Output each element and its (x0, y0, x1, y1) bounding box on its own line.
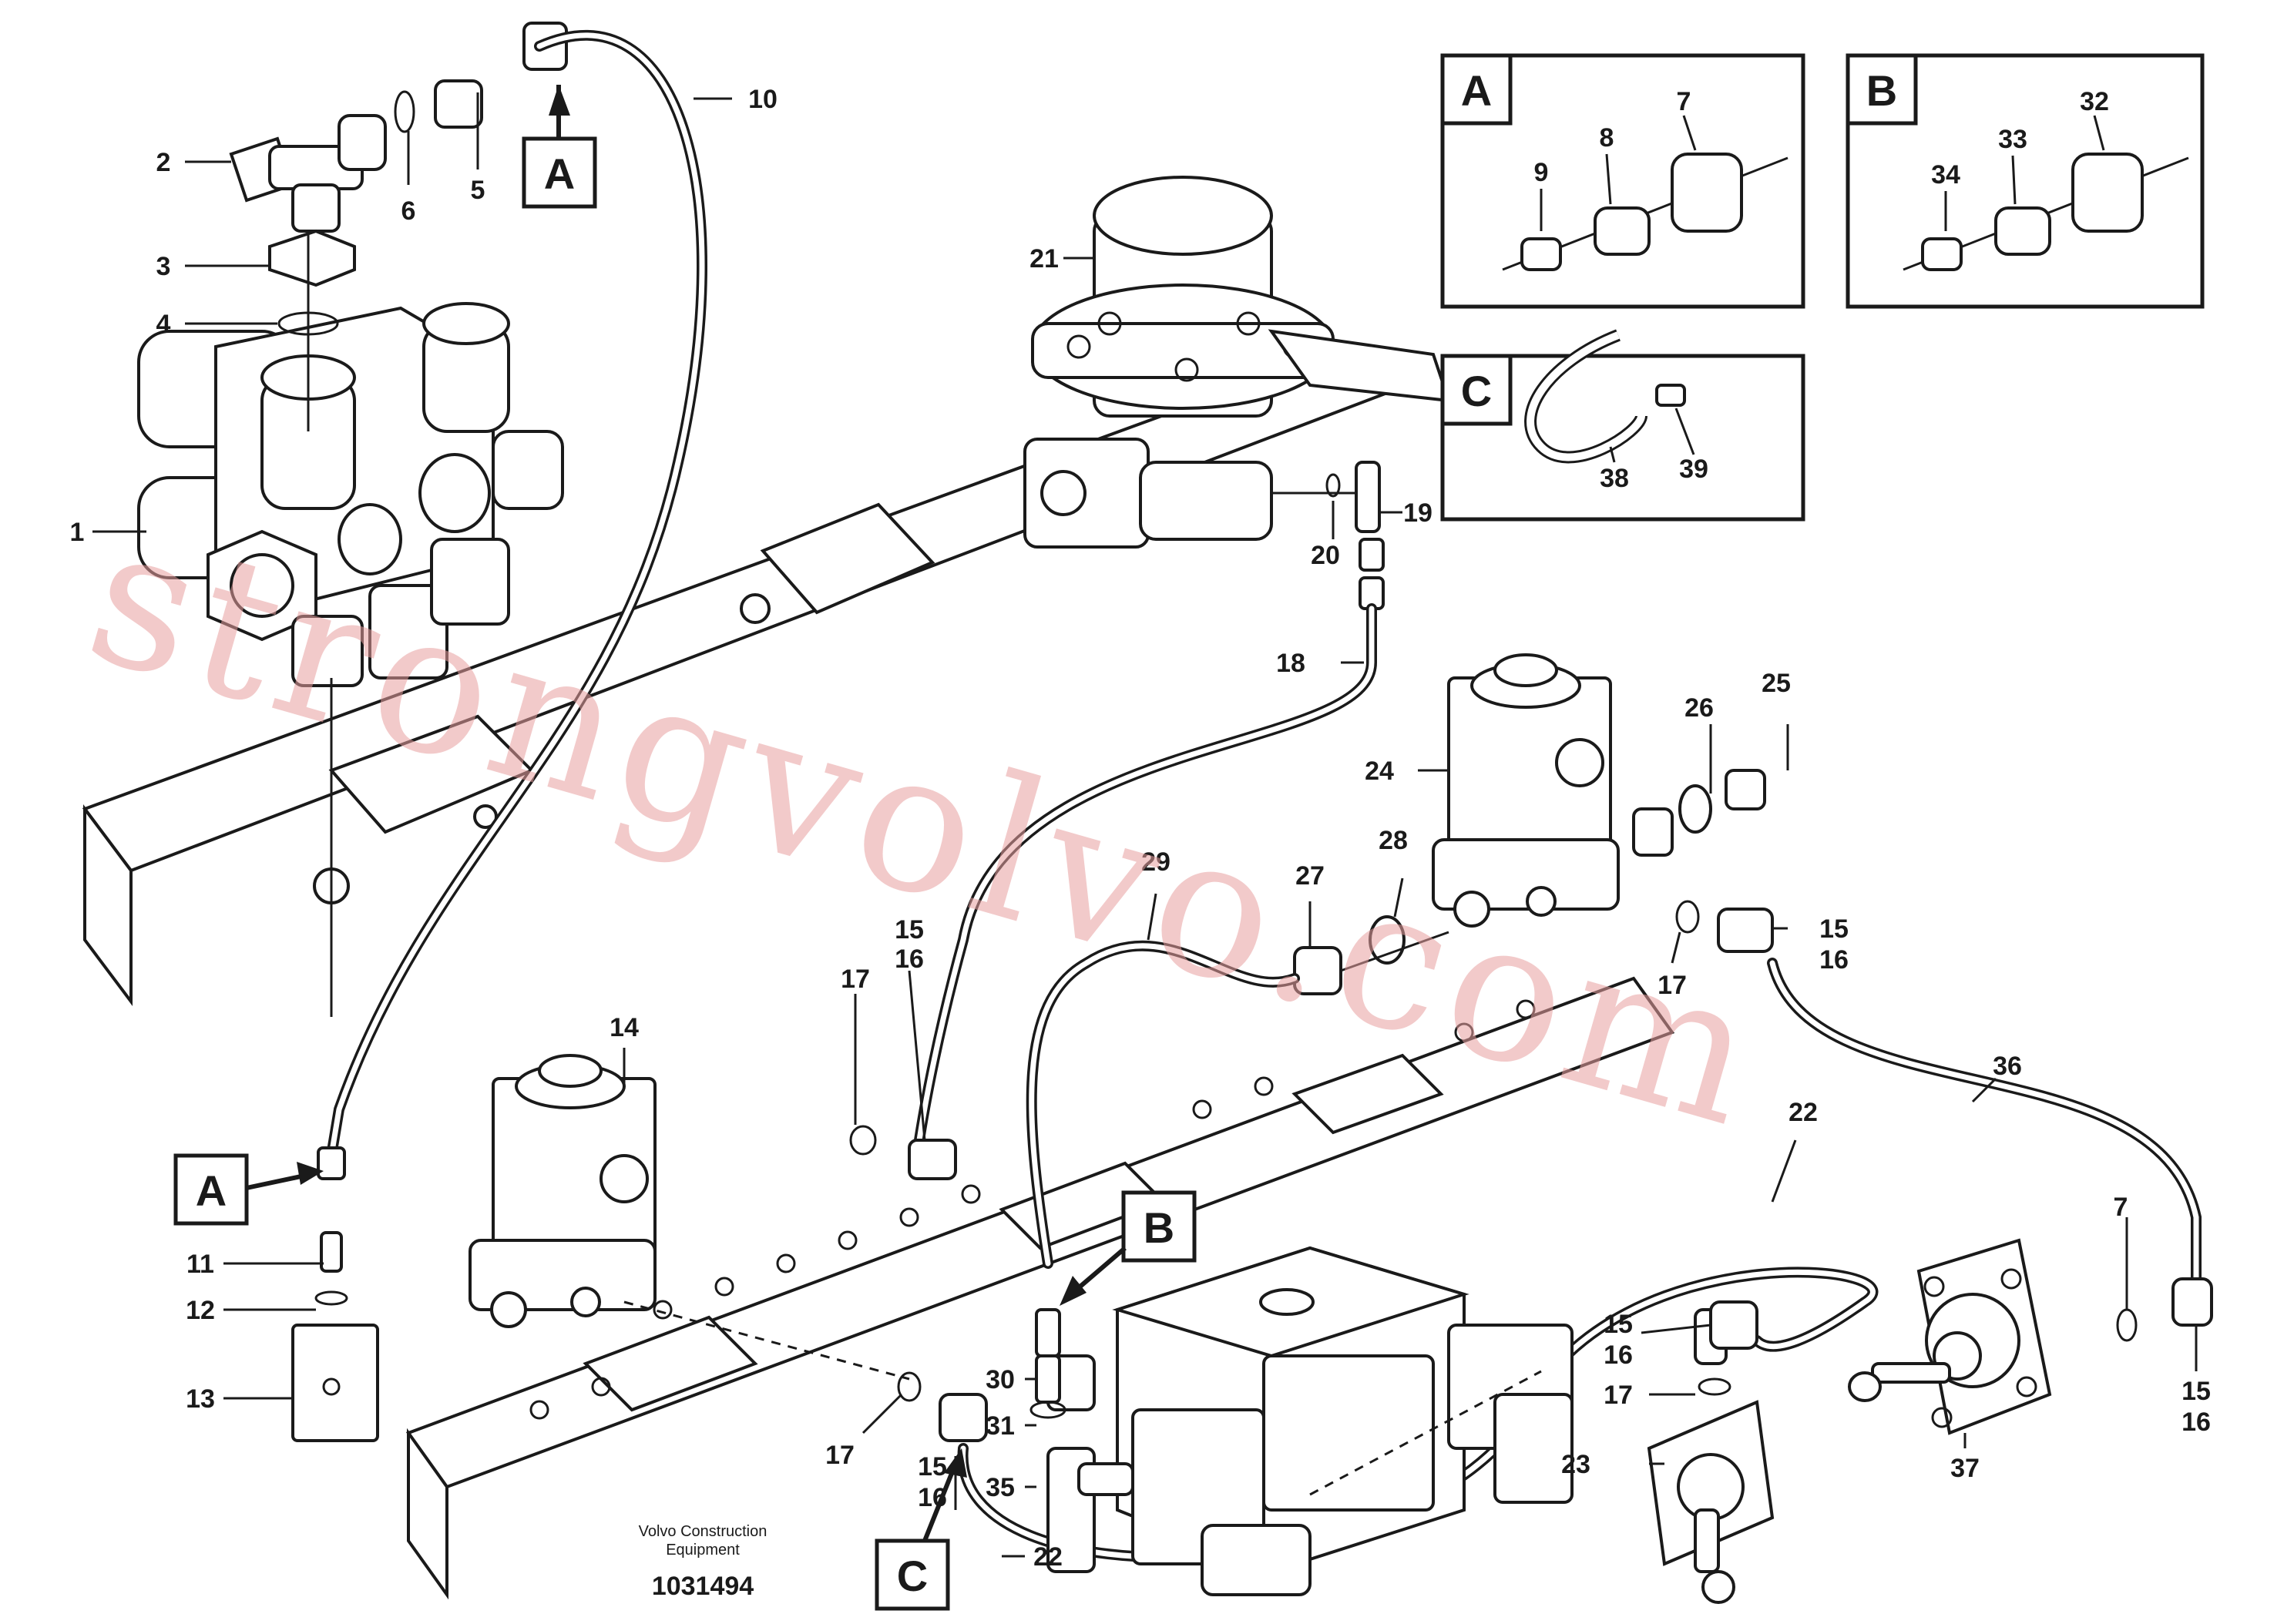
ref-marker-a-left-letter: A (196, 1166, 227, 1215)
leader-lines (92, 92, 2198, 1558)
callout-20: 20 (1311, 541, 1340, 570)
callout-16-e: 16 (2181, 1408, 2211, 1437)
valve-block (137, 302, 564, 687)
pipe-18-assembly (912, 461, 1385, 1161)
callout-15-c: 15 (1604, 1310, 1633, 1339)
pipe-36 (1767, 958, 2202, 1284)
callout-17-c: 17 (1604, 1381, 1633, 1410)
callout-17-d: 17 (825, 1441, 855, 1470)
callout-17-a: 17 (841, 965, 870, 994)
callout-15-d: 15 (918, 1452, 947, 1481)
bracket-holes (529, 999, 1536, 1420)
ref-marker-b-letter: B (1144, 1203, 1174, 1252)
pipe-10 (326, 30, 707, 1161)
callout-36: 36 (1993, 1052, 2022, 1081)
elbow-fittings-15-16 (849, 900, 1774, 1442)
pressure-switch-23 (1647, 1308, 1775, 1604)
callout-6: 6 (401, 196, 416, 226)
callout-31: 31 (986, 1411, 1015, 1441)
footer-drawing-number: 1031494 (652, 1572, 754, 1601)
ref-marker-a-top-letter: A (544, 149, 575, 198)
callout-23: 23 (1561, 1450, 1590, 1479)
ref-marker-c: C (875, 1448, 967, 1611)
callout-1: 1 (70, 518, 85, 547)
callout-24: 24 (1365, 757, 1394, 786)
callout-13: 13 (186, 1384, 215, 1414)
callout-17-b: 17 (1658, 971, 1687, 1000)
callout-11: 11 (186, 1250, 214, 1279)
callout-14: 14 (610, 1013, 639, 1042)
callout-9: 9 (1534, 158, 1549, 187)
detail-box-c: C 38 39 (1440, 329, 1805, 522)
callout-2: 2 (156, 148, 171, 177)
detail-box-b: B 34 33 32 (1846, 53, 2205, 309)
detail-box-a: A 9 8 7 (1440, 53, 1805, 309)
ref-marker-a-left: A (173, 1153, 324, 1226)
ref-marker-a-top: A (522, 85, 597, 209)
callout-7: 7 (1677, 87, 1691, 116)
callout-37: 37 (1950, 1454, 1980, 1483)
ref-marker-b: B (1060, 1190, 1197, 1306)
ref-marker-c-letter: C (897, 1552, 928, 1600)
callout-29: 29 (1141, 847, 1171, 877)
callout-33: 33 (1998, 125, 2027, 154)
callout-15-a: 15 (895, 915, 924, 945)
callout-22-b: 22 (1789, 1098, 1818, 1127)
callout-8: 8 (1600, 123, 1614, 153)
detail-box-b-letter: B (1866, 66, 1897, 115)
callout-10: 10 (748, 85, 778, 114)
central-valve-block (1046, 1246, 1574, 1596)
callout-19: 19 (1403, 498, 1432, 528)
pipe-fittings-11-13 (291, 678, 379, 1442)
detail-box-c-letter: C (1461, 367, 1492, 415)
solenoid-valve-14 (469, 1054, 657, 1328)
callout-38: 38 (1600, 464, 1629, 493)
fittings-30-35 (1029, 1308, 1066, 1419)
callout-21: 21 (1029, 244, 1059, 273)
callout-39: 39 (1679, 455, 1708, 484)
pipe-29 (1026, 940, 1300, 1269)
callout-22-a: 22 (1033, 1542, 1063, 1572)
callout-5: 5 (471, 176, 485, 205)
callout-28: 28 (1379, 826, 1408, 855)
callout-30: 30 (986, 1365, 1015, 1394)
callout-7-b: 7 (2114, 1193, 2128, 1222)
callout-34: 34 (1931, 160, 1960, 190)
detail-box-a-letter: A (1461, 66, 1492, 115)
dashed-link (623, 1300, 910, 1381)
callout-16-b: 16 (1819, 945, 1849, 975)
callout-12: 12 (186, 1296, 215, 1325)
callout-15-e: 15 (2181, 1377, 2211, 1406)
drawing-footer: Volvo Construction Equipment 1031494 (639, 1523, 767, 1601)
callout-35: 35 (986, 1473, 1015, 1502)
callout-18: 18 (1276, 649, 1305, 678)
callout-25: 25 (1762, 669, 1791, 698)
callout-16-d: 16 (918, 1483, 947, 1512)
callout-4: 4 (156, 310, 171, 339)
callout-32: 32 (2080, 87, 2109, 116)
callout-labels: 1 2 3 4 5 6 10 11 12 13 14 15 16 17 15 1… (70, 85, 2211, 1572)
cylinder-valve-21 (1023, 176, 1451, 549)
solenoid-valve-24 (1432, 653, 1620, 928)
footer-company-line2: Equipment (666, 1542, 740, 1559)
callout-3: 3 (156, 252, 171, 281)
pressure-switch-37 (1848, 1238, 2213, 1435)
callout-15-b: 15 (1819, 914, 1849, 944)
callout-16-c: 16 (1604, 1340, 1633, 1370)
callout-16-a: 16 (895, 945, 924, 974)
fittings-25-28 (1293, 769, 1766, 995)
footer-company-line1: Volvo Construction (639, 1523, 767, 1540)
callout-26: 26 (1684, 693, 1714, 723)
callout-27: 27 (1295, 861, 1325, 891)
